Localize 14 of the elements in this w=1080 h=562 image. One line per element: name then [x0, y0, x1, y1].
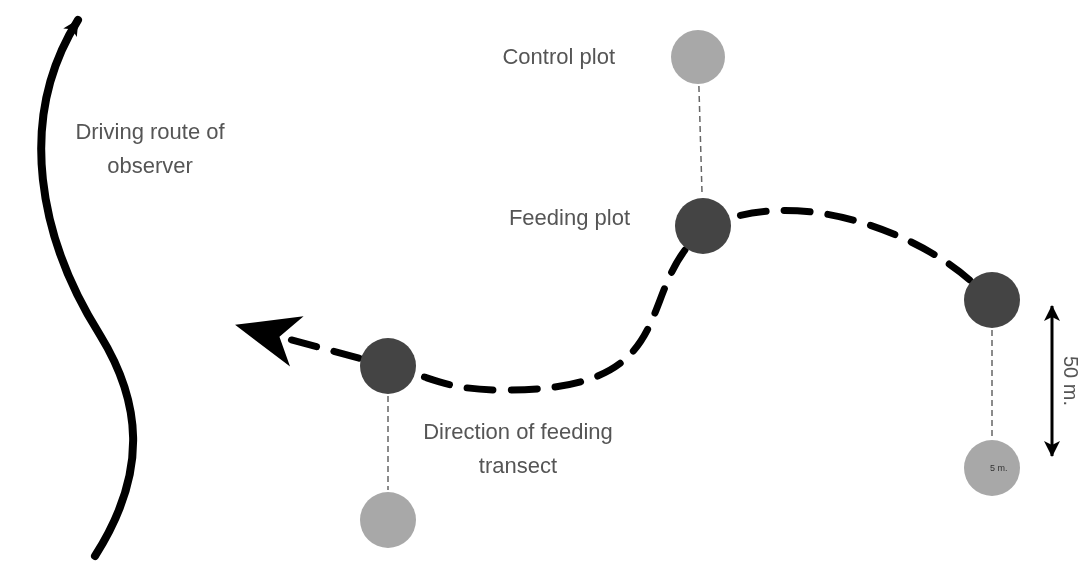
control-plot-circle: [671, 30, 725, 84]
dimension-label: 50 m.: [1059, 356, 1080, 406]
dashed-connector: [991, 329, 993, 439]
transect-label: Direction of feeding transect: [422, 418, 614, 480]
feeding-plot-circle: [964, 272, 1020, 328]
control-plot-circle: [964, 440, 1020, 496]
plot-label: Feeding plot: [507, 204, 630, 232]
dashed-connector: [387, 395, 389, 491]
route-label: Driving route of observer: [74, 118, 226, 180]
control-plot-circle: [360, 492, 416, 548]
feeding-plot-circle: [360, 338, 416, 394]
dimension-label: 5 m.: [990, 462, 1008, 474]
plot-label: Control plot: [501, 43, 615, 71]
feeding-plot-circle: [675, 198, 731, 254]
